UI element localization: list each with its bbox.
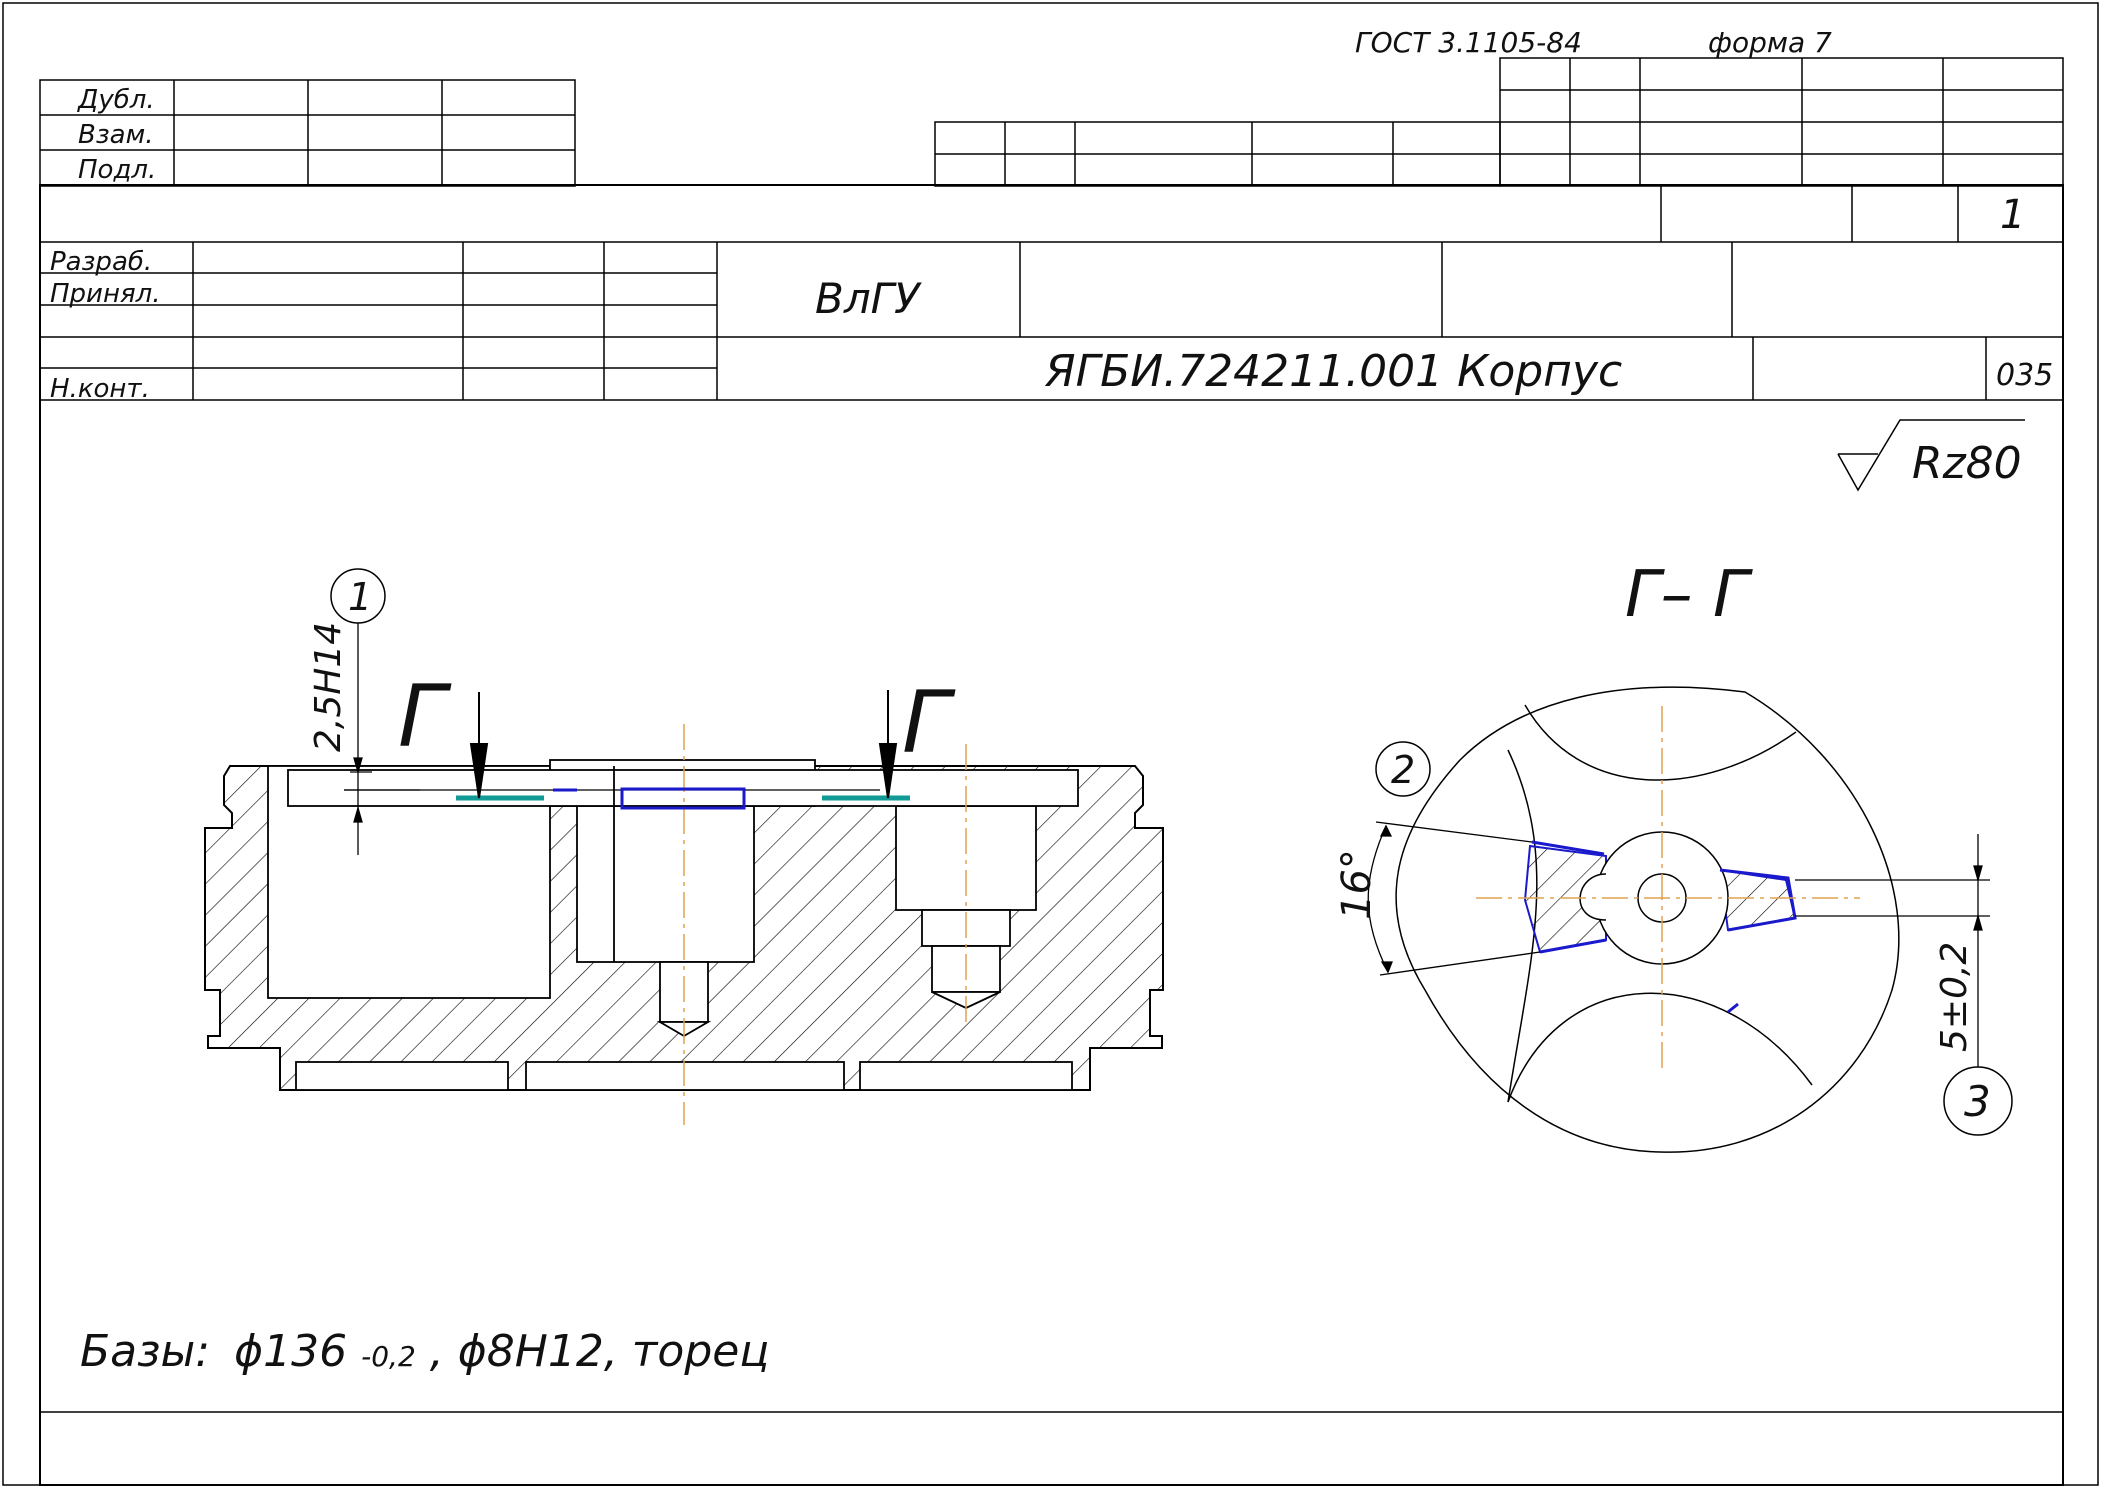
datum-1-label: 1: [348, 575, 372, 619]
section-letter-left: Г: [398, 667, 452, 767]
section-view: Г– Г: [1334, 558, 2013, 1153]
operation-number: 035: [1996, 358, 2053, 393]
base-2-and-face: , ϕ8Н12, торец: [430, 1326, 770, 1377]
offset-dimension: 5±0,2: [1934, 942, 1975, 1052]
form-label: форма 7: [1708, 26, 1832, 59]
bottom-slot-3: [859, 1061, 1073, 1091]
base-1-tolerance: -0,2: [361, 1340, 416, 1373]
stamp-label-podl: Подл.: [78, 155, 156, 185]
hub-keyway: [1579, 873, 1607, 921]
machined-slot: [620, 787, 746, 810]
roughness-value: Rz80: [1912, 438, 2022, 489]
sheet-number-row: [40, 186, 2063, 243]
datum-3-label: 3: [1964, 1077, 1991, 1126]
bases-label: Базы:: [80, 1326, 210, 1377]
roughness-symbol-icon: [1837, 419, 2025, 492]
bases-note: Базы: ϕ136 -0,2 , ϕ8Н12, торец: [80, 1326, 769, 1377]
depth-dimension: 2,5Н14: [308, 622, 349, 752]
left-stamp-grid: [39, 79, 576, 187]
base-1: ϕ136: [234, 1326, 347, 1377]
role-approved: Принял.: [50, 279, 160, 309]
stamp-label-dubl: Дубл.: [77, 85, 155, 115]
title-block-grid: [40, 242, 2063, 401]
role-norm-control: Н.конт.: [50, 374, 150, 404]
organization-name: ВлГУ: [815, 274, 922, 323]
bottom-slot-2: [525, 1061, 845, 1091]
role-developer: Разраб.: [50, 247, 152, 277]
datum-3-bubble: [1943, 1066, 2013, 1136]
sheet-number: 1: [2000, 192, 2025, 238]
section-title: Г– Г: [1625, 558, 1753, 632]
section-letter-right: Г: [902, 673, 956, 773]
stamp-label-vzam: Взам.: [78, 120, 153, 150]
datum-2-label: 2: [1391, 748, 1415, 792]
angle-dimension: 16°: [1334, 849, 1380, 920]
document-title: ЯГБИ.724211.001 Корпус: [1044, 346, 1622, 397]
datum-1-bubble: [330, 568, 386, 624]
bottom-slot-1: [295, 1061, 509, 1091]
header-grid: [934, 57, 2064, 187]
datum-2-bubble: [1375, 741, 1431, 797]
standard-label: ГОСТ 3.1105-84: [1355, 26, 1582, 59]
part-section-view: Г Г 2,5Н14 1: [204, 568, 1164, 1125]
